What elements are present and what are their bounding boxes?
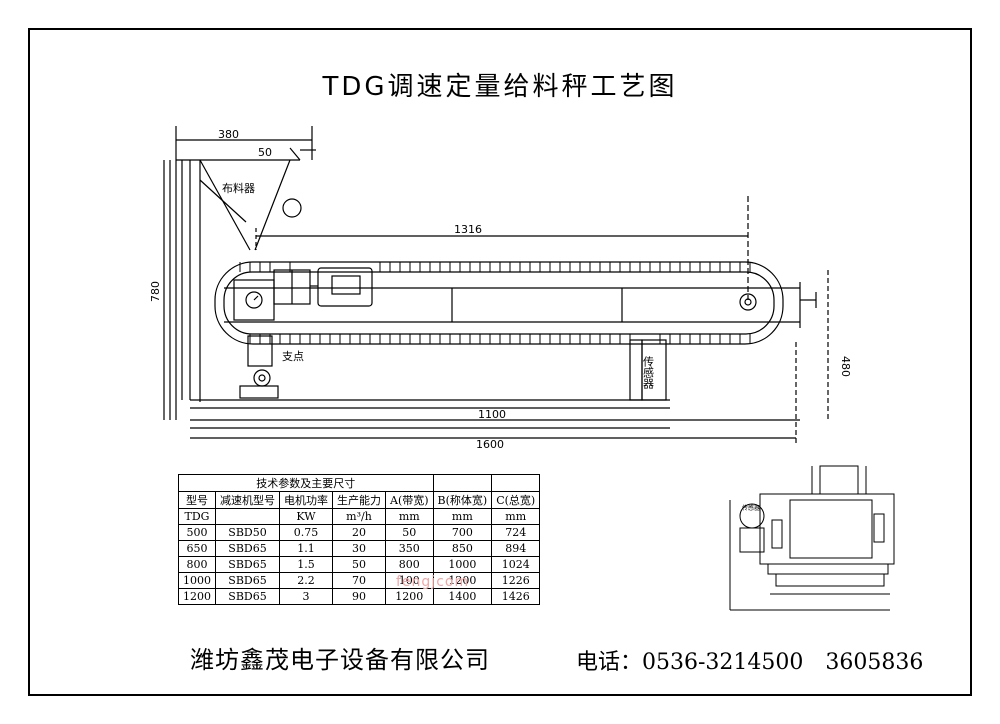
dim-380: 380 — [218, 128, 239, 141]
col-header: 电机功率 — [279, 491, 333, 509]
label-sensor: 传感器 — [642, 356, 655, 390]
unit-cell: mm — [491, 508, 541, 525]
table-cell: SBD65 — [215, 588, 280, 605]
table-cell: 850 — [432, 540, 493, 557]
table-cell: 800 — [385, 556, 434, 573]
table-cell: SBD65 — [215, 540, 280, 557]
watermark: fengjcom — [396, 574, 470, 590]
col-header: 型号 — [178, 491, 216, 509]
table-cell: 1000 — [432, 556, 493, 573]
table-cell: 70 — [332, 572, 386, 589]
col-header: 减速机型号 — [215, 491, 280, 509]
label-pivot: 支点 — [282, 350, 304, 363]
table-cell: SBD65 — [215, 556, 280, 573]
table-cell: 724 — [491, 524, 541, 541]
table-cell: 1200 — [178, 588, 216, 605]
table-caption: 技术参数及主要尺寸 — [178, 474, 434, 492]
table-cell: 1.1 — [279, 540, 333, 557]
table-row: 1000 SBD65 2.2 70 100 1200 1226 — [178, 572, 541, 589]
unit-cell: KW — [279, 508, 333, 525]
table-row: 800 SBD65 1.5 50 800 1000 1024 — [178, 556, 541, 573]
company-phone: 电话：0536-3214500 3605836 — [576, 650, 924, 675]
dim-1100: 1100 — [478, 408, 506, 421]
table-cell: 50 — [332, 556, 386, 573]
unit-cell: TDG — [178, 508, 216, 525]
table-cell: 894 — [491, 540, 541, 557]
side-view-drawing — [729, 465, 895, 611]
table-cell: 1426 — [491, 588, 541, 605]
company-name: 潍坊鑫茂电子设备有限公司 — [190, 646, 490, 674]
table-cell: 1226 — [491, 572, 541, 589]
table-cell: 1200 — [385, 588, 434, 605]
table-cell: 1400 — [432, 588, 493, 605]
unit-cell: mm — [385, 508, 434, 525]
table-cell: 350 — [385, 540, 434, 557]
unit-cell: mm — [432, 508, 493, 525]
table-units-row: TDG KW m³/h mm mm mm — [178, 508, 541, 525]
unit-cell: m³/h — [332, 508, 386, 525]
label-feeder: 布料器 — [222, 181, 255, 195]
col-header: B(称体宽) — [432, 491, 493, 509]
table-cell: 1024 — [491, 556, 541, 573]
drawing-frame — [28, 28, 972, 696]
dim-480: 480 — [839, 356, 852, 377]
page-title: TDG调速定量给料秤工艺图 — [322, 72, 678, 102]
table-cell: 1000 — [178, 572, 216, 589]
table-cell: 50 — [385, 524, 434, 541]
table-row: 500 SBD50 0.75 20 50 700 724 — [178, 524, 541, 541]
table-cell: 500 — [178, 524, 216, 541]
table-row: 650 SBD65 1.1 30 350 850 894 — [178, 540, 541, 557]
table-cell: 700 — [432, 524, 493, 541]
dim-780: 780 — [149, 281, 162, 302]
col-header: C(总宽) — [491, 491, 541, 509]
table-cell: 0.75 — [279, 524, 333, 541]
table-header-row: 型号 减速机型号 电机功率 生产能力 A(带宽) B(称体宽) C(总宽) — [178, 491, 541, 509]
table-cell: 800 — [178, 556, 216, 573]
table-cell: 3 — [279, 588, 333, 605]
table-cell: 650 — [178, 540, 216, 557]
dim-1316: 1316 — [454, 223, 482, 236]
dim-1600: 1600 — [476, 438, 504, 451]
table-cell: SBD65 — [215, 572, 280, 589]
table-cell: 30 — [332, 540, 386, 557]
spec-table: 技术参数及主要尺寸 型号 减速机型号 电机功率 生产能力 A(带宽) B(称体宽… — [178, 474, 541, 605]
table-cell: 90 — [332, 588, 386, 605]
table-cell: SBD50 — [215, 524, 280, 541]
col-header: A(带宽) — [385, 491, 434, 509]
side-view-label: 传感器 — [742, 504, 760, 512]
table-cell: 1.5 — [279, 556, 333, 573]
unit-cell — [215, 508, 280, 525]
table-row: 1200 SBD65 3 90 1200 1400 1426 — [178, 588, 541, 605]
col-header: 生产能力 — [332, 491, 386, 509]
table-cell: 20 — [332, 524, 386, 541]
dim-50: 50 — [258, 146, 272, 159]
table-cell: 2.2 — [279, 572, 333, 589]
